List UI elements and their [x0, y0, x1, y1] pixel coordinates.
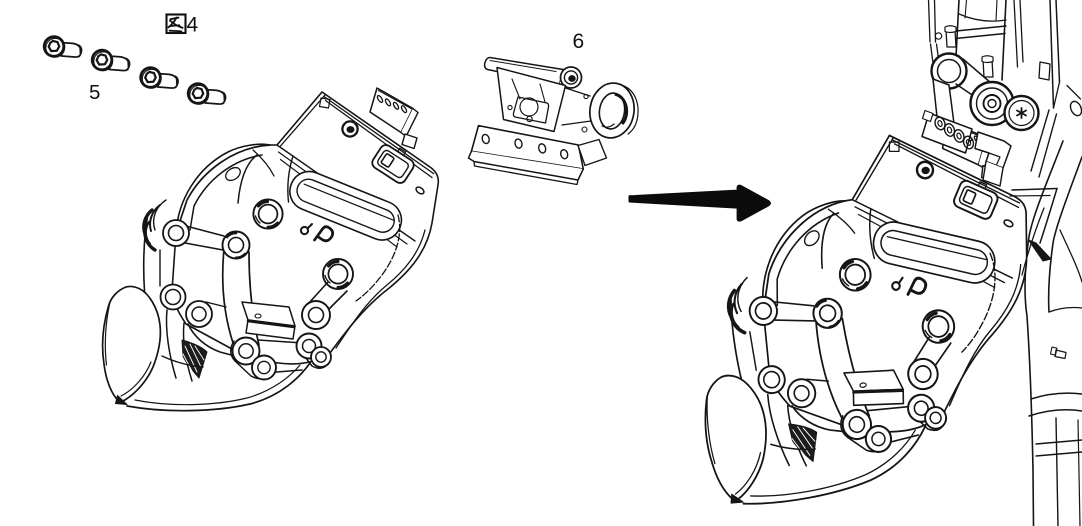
svg-text:4: 4 — [187, 14, 199, 37]
svg-text:6: 6 — [573, 30, 585, 53]
svg-text:5: 5 — [89, 81, 100, 104]
